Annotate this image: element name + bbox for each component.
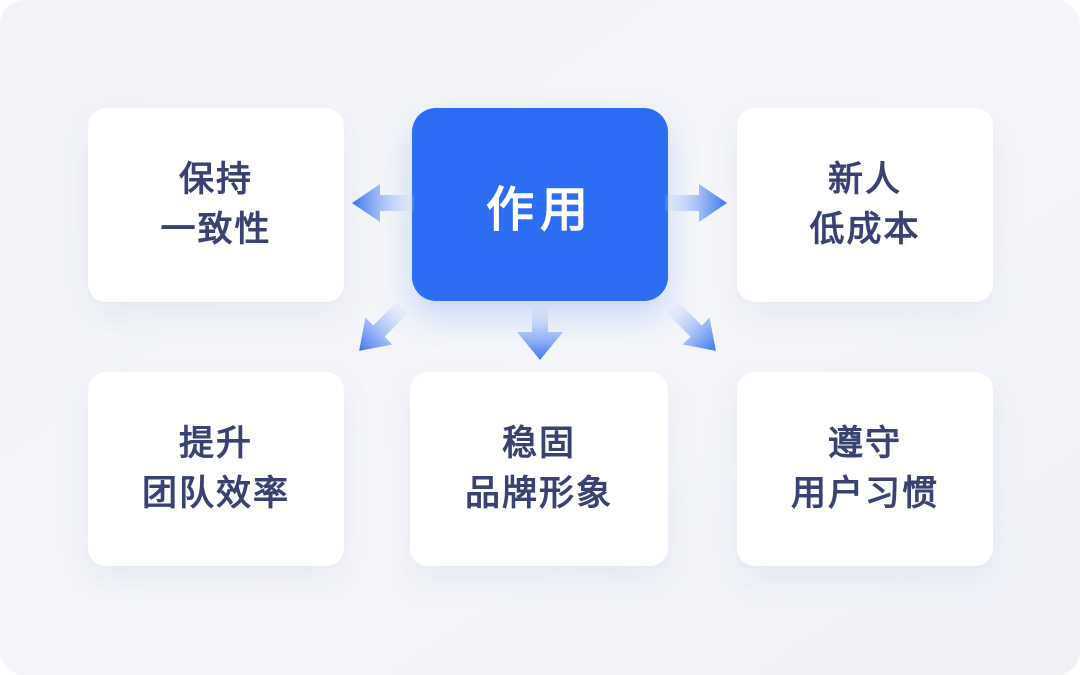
node-center-role: 作用 (412, 108, 668, 301)
node-label-line: 保持 (178, 160, 253, 199)
arrow-left-icon (352, 184, 414, 222)
node-solidify-brand-image: 稳固 品牌形象 (410, 372, 668, 566)
node-label-line: 稳固 (501, 424, 576, 463)
node-follow-user-habits: 遵守 用户习惯 (737, 372, 993, 566)
node-newcomer-low-cost: 新人 低成本 (737, 108, 993, 302)
node-maintain-consistency: 保持 一致性 (88, 108, 344, 302)
arrow-down-right-icon (666, 301, 716, 351)
node-label-line: 低成本 (809, 210, 921, 249)
arrow-down-left-icon (359, 301, 409, 351)
node-improve-team-efficiency: 提升 团队效率 (88, 372, 344, 566)
node-label-line: 提升 (178, 424, 253, 463)
node-label-line: 用户习惯 (790, 474, 939, 513)
node-label-line: 团队效率 (141, 474, 290, 513)
arrow-right-icon (665, 184, 727, 222)
center-label: 作用 (485, 183, 594, 237)
node-label-line: 品牌形象 (464, 474, 613, 513)
node-label-line: 新人 (827, 160, 902, 199)
arrow-down-icon (517, 306, 563, 360)
node-label-line: 遵守 (827, 424, 902, 463)
node-label-line: 一致性 (160, 210, 272, 249)
